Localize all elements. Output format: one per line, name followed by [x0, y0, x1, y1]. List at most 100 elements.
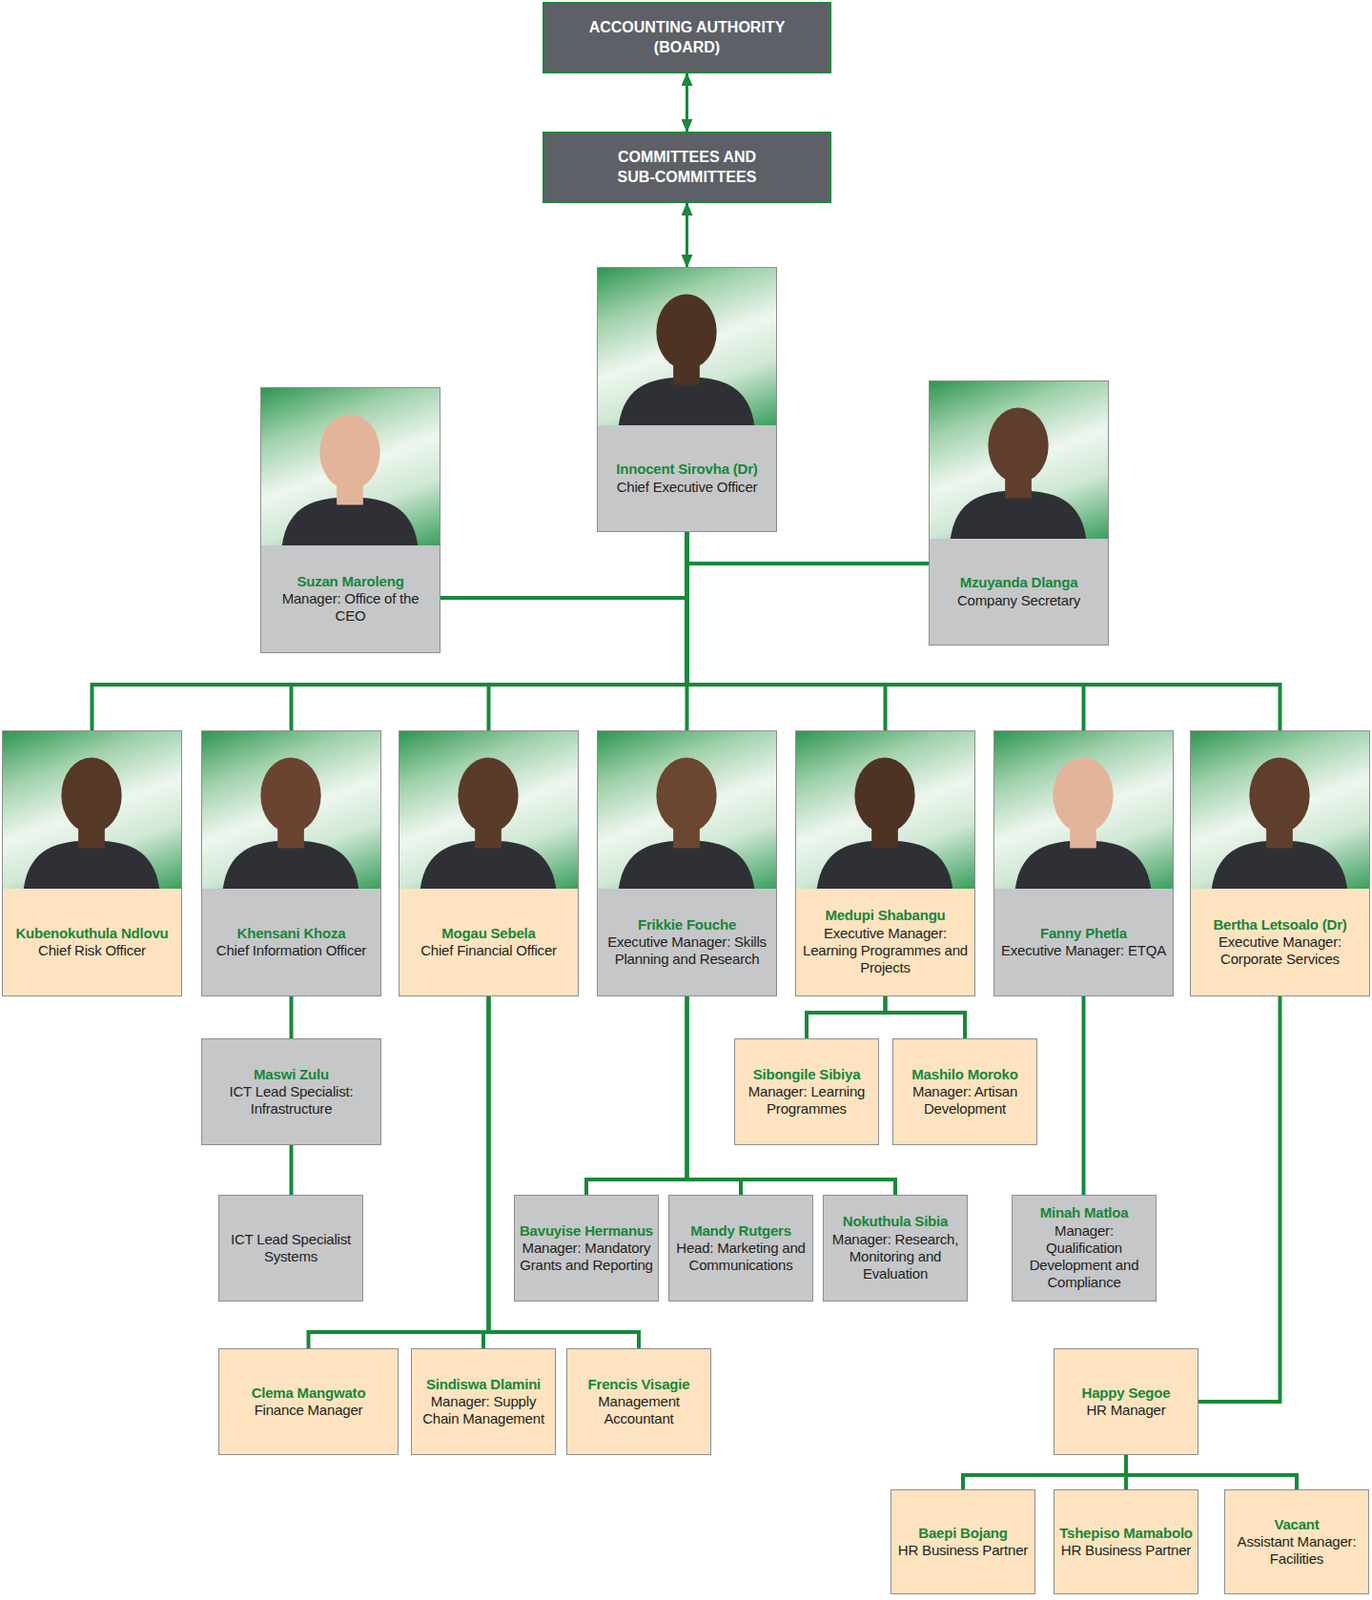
reporting-line	[962, 1454, 1127, 1490]
portrait-photo	[929, 381, 1108, 539]
person-name: Kubenokuthula Ndlovu	[6, 924, 178, 942]
person-card: Suzan MarolengManager: Office of the CEO	[260, 387, 441, 654]
person-name: Mashilo Moroko	[897, 1065, 1033, 1084]
person-name: Sindiswa Dlamini	[415, 1375, 552, 1393]
portrait-head	[260, 757, 321, 833]
text-area: Khensani KhozaChief Information Officer	[202, 888, 381, 996]
portrait-figure	[929, 381, 1108, 539]
person-card: Khensani KhozaChief Information Officer	[201, 730, 382, 997]
person-name: Mzuyanda Dlanga	[933, 573, 1105, 592]
position-box: Baepi BojangHR Business Partner	[890, 1489, 1036, 1595]
position-box: Frencis VisagieManagement Accountant	[566, 1348, 712, 1455]
person-card: Mzuyanda DlangaCompany Secretary	[928, 380, 1109, 646]
person-card: Innocent Sirovha (Dr)Chief Executive Off…	[596, 266, 778, 533]
portrait-head	[61, 757, 122, 833]
portrait-photo	[261, 388, 440, 546]
reporting-line	[806, 996, 886, 1039]
portrait-figure	[399, 731, 578, 889]
text-area: ACCOUNTING AUTHORITY (BOARD)	[544, 3, 830, 72]
text-area: Kubenokuthula NdlovuChief Risk Officer	[2, 888, 182, 996]
portrait-figure	[2, 731, 182, 889]
reporting-line	[1082, 996, 1086, 1195]
job-title: Manager: Research, Monitoring and Evalua…	[827, 1230, 963, 1284]
person-card: Frikkie FoucheExecutive Manager: Skills …	[596, 730, 778, 997]
arrow-connector	[685, 203, 689, 267]
text-area: Sibongile SibiyaManager: Learning Progra…	[735, 1039, 879, 1145]
job-title: Manager: Mandatory Grants and Reporting	[518, 1239, 655, 1275]
arrow-connector	[685, 73, 689, 132]
person-name: Baepi Bojang	[895, 1524, 1031, 1542]
position-box: VacantAssistant Manager: Facilities	[1224, 1489, 1370, 1595]
text-area: COMMITTEES AND SUB-COMMITTEES	[544, 133, 830, 202]
job-title: Chief Financial Officer	[403, 941, 574, 960]
portrait-head	[655, 757, 717, 833]
position-box: Minah MatloaManager: Qualification Devel…	[1011, 1194, 1157, 1302]
person-card: Fanny PhetlaExecutive Manager: ETQA	[993, 730, 1174, 997]
job-title: Executive Manager: Corporate Services	[1194, 933, 1366, 969]
position-box: Mandy RutgersHead: Marketing and Communi…	[668, 1194, 814, 1302]
job-title: Manager: Qualification Development and C…	[1016, 1222, 1152, 1292]
portrait-figure	[261, 388, 440, 546]
person-name: Sibongile Sibiya	[738, 1065, 875, 1084]
person-name: Suzan Maroleng	[265, 573, 436, 591]
person-name: Mogau Sebela	[403, 924, 574, 942]
portrait-head	[987, 407, 1048, 483]
person-card: Kubenokuthula NdlovuChief Risk Officer	[1, 730, 183, 997]
text-area: Bavuyise HermanusManager: Mandatory Gran…	[514, 1195, 658, 1301]
portrait-head	[1052, 757, 1113, 833]
person-card: Medupi ShabanguExecutive Manager: Learni…	[795, 730, 976, 997]
person-card: Bertha Letsoalo (Dr)Executive Manager: C…	[1189, 730, 1371, 997]
person-name: Frencis Visagie	[571, 1375, 707, 1393]
job-title: Executive Manager: Skills Planning and R…	[601, 933, 773, 969]
job-title: HR Business Partner	[895, 1541, 1031, 1559]
reporting-line	[289, 1145, 294, 1195]
job-title: Manager: Office of the CEO	[265, 590, 436, 626]
text-area: Maswi ZuluICT Lead Specialist: Infrastru…	[202, 1039, 381, 1145]
position-box: Happy SegoeHR Manager	[1053, 1348, 1199, 1455]
portrait-figure	[597, 731, 777, 889]
portrait-figure	[202, 731, 381, 889]
person-name: Nokuthula Sibia	[827, 1212, 963, 1230]
reporting-line	[687, 532, 930, 564]
reporting-line	[1198, 996, 1281, 1402]
reporting-line	[440, 532, 688, 598]
job-title: HR Manager	[1058, 1401, 1194, 1419]
job-title: Head: Marketing and Communications	[673, 1239, 809, 1275]
position-box: Bavuyise HermanusManager: Mandatory Gran…	[513, 1194, 659, 1302]
text-area: Suzan MarolengManager: Office of the CEO	[261, 545, 440, 653]
position-box: Clema MangwatoFinance Manager	[218, 1348, 399, 1455]
person-name: Happy Segoe	[1058, 1384, 1194, 1402]
person-name: Fanny Phetla	[998, 924, 1169, 942]
portrait-figure	[1190, 731, 1370, 889]
person-name: Bertha Letsoalo (Dr)	[1194, 916, 1366, 934]
text-area: Frencis VisagieManagement Accountant	[567, 1349, 711, 1454]
job-title: Chief Information Officer	[205, 941, 377, 960]
job-title: ICT Lead Specialist: Infrastructure	[205, 1083, 377, 1119]
job-title: Executive Manager: Learning Programmes a…	[799, 924, 971, 978]
job-title: Chief Executive Officer	[601, 478, 773, 496]
portrait-photo	[2, 731, 182, 889]
portrait-head	[854, 757, 915, 833]
text-area: Innocent Sirovha (Dr)Chief Executive Off…	[597, 425, 777, 532]
board-label: ACCOUNTING AUTHORITY (BOARD)	[573, 18, 802, 59]
reporting-line	[687, 532, 1281, 731]
position-box: Nokuthula SibiaManager: Research, Monito…	[822, 1194, 968, 1302]
text-area: ICT Lead Specialist Systems	[219, 1195, 363, 1301]
job-title: Manager: Learning Programmes	[738, 1083, 875, 1119]
portrait-photo	[994, 731, 1173, 889]
reporting-line	[586, 996, 688, 1195]
board-label: COMMITTEES AND SUB-COMMITTEES	[601, 147, 774, 188]
position-box: ICT Lead Specialist Systems	[218, 1194, 364, 1302]
portrait-head	[655, 293, 717, 369]
job-title: Manager: Artisan Development	[897, 1083, 1033, 1119]
reporting-line	[1126, 1454, 1297, 1490]
text-area: Medupi ShabanguExecutive Manager: Learni…	[796, 888, 975, 996]
person-name: Mandy Rutgers	[673, 1222, 809, 1240]
portrait-figure	[994, 731, 1173, 889]
person-name: Vacant	[1228, 1515, 1365, 1534]
text-area: Happy SegoeHR Manager	[1054, 1349, 1198, 1454]
text-area: Frikkie FoucheExecutive Manager: Skills …	[597, 888, 777, 996]
text-area: Baepi BojangHR Business Partner	[891, 1490, 1035, 1594]
job-title: Company Secretary	[933, 592, 1105, 610]
